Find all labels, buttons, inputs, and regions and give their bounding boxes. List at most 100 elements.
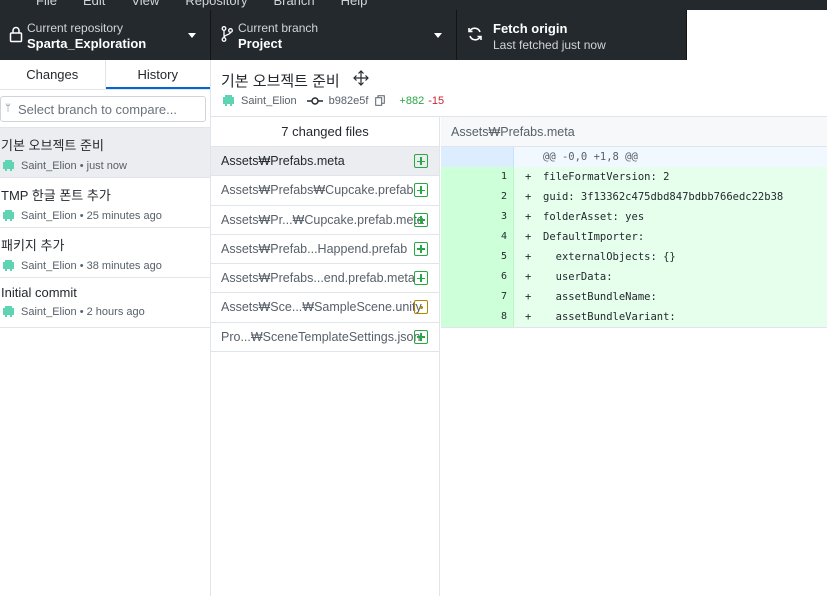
menu-view[interactable]: View: [131, 0, 160, 8]
line-text: guid: 3f13362c475dbd847bdbb766edc22b38: [543, 191, 784, 203]
menu-repository[interactable]: Repository: [185, 0, 248, 8]
gutter-separator: [513, 287, 514, 307]
fetch-origin-label: Fetch origin: [493, 21, 568, 36]
file-item[interactable]: Assets₩Prefabs₩Cupcake.prefab: [211, 176, 439, 206]
old-line-gutter: [441, 207, 477, 227]
line-marker: +: [525, 231, 532, 243]
file-path: Assets₩Prefabs₩Cupcake.prefab: [221, 183, 414, 198]
diff-line[interactable]: 1 + fileFormatVersion: 2: [441, 167, 827, 187]
diff-hunk-header[interactable]: @@ -0,0 +1,8 @@: [441, 147, 827, 167]
commit-item[interactable]: TMP 한글 폰트 추가 Saint_Elion • 25 minutes ag…: [0, 178, 210, 228]
diff-line[interactable]: 2 +guid: 3f13362c475dbd847bdbb766edc22b3…: [441, 187, 827, 207]
diff-line[interactable]: 6 + userData:: [441, 267, 827, 287]
new-line-gutter: [477, 147, 513, 167]
file-item[interactable]: Assets₩Prefabs.meta: [211, 147, 439, 177]
current-repository-name: Sparta_Exploration: [27, 36, 147, 51]
line-code: +guid: 3f13362c475dbd847bdbb766edc22b38: [514, 187, 827, 207]
old-line-gutter: [441, 267, 477, 287]
file-item[interactable]: Assets₩Prefabs...end.prefab.meta: [211, 264, 439, 294]
menu-branch[interactable]: Branch: [273, 0, 315, 8]
current-branch-name: Project: [238, 36, 283, 51]
gutter-separator: [513, 227, 514, 247]
line-number: 3: [477, 207, 513, 227]
line-marker: +: [525, 311, 532, 323]
commit-author: Saint_Elion: [241, 94, 297, 107]
line-text: userData:: [543, 271, 613, 283]
commit-meta: Saint_Elion • 25 minutes ago: [1, 209, 210, 222]
commit-meta: Saint_Elion • just now: [1, 159, 210, 172]
branch-compare-input[interactable]: [1, 97, 205, 121]
diff-line[interactable]: 5 + externalObjects: {}: [441, 247, 827, 267]
git-branch-icon: ᛘ: [5, 103, 11, 114]
commit-author: Saint_Elion: [21, 209, 77, 222]
line-text: assetBundleVariant:: [543, 311, 676, 323]
gutter-separator: [513, 267, 514, 287]
line-marker: +: [525, 171, 532, 183]
line-marker: +: [525, 251, 532, 263]
file-added-icon: [414, 212, 428, 227]
expand-move-icon[interactable]: [353, 70, 369, 86]
line-text: DefaultImporter:: [543, 231, 645, 243]
commit-item[interactable]: 패키지 추가 Saint_Elion • 38 minutes ago: [0, 228, 210, 278]
line-text: folderAsset: yes: [543, 211, 645, 223]
diff-line[interactable]: 3 +folderAsset: yes: [441, 207, 827, 227]
fetch-origin-button[interactable]: Fetch origin Last fetched just now: [457, 10, 687, 60]
diff-line[interactable]: 7 + assetBundleName:: [441, 287, 827, 307]
line-number: 5: [477, 247, 513, 267]
avatar: [3, 260, 14, 271]
line-marker: +: [525, 291, 532, 303]
diff-line[interactable]: 8 + assetBundleVariant:: [441, 307, 827, 327]
changed-files-panel: 7 changed files Assets₩Prefabs.meta Asse…: [211, 117, 440, 596]
commit-header-meta: Saint_Elion b982e5f +882 -15: [221, 94, 444, 107]
file-path: Assets₩Prefabs.meta: [221, 154, 345, 168]
line-number: 7: [477, 287, 513, 307]
gutter-separator: [513, 307, 514, 327]
tab-changes[interactable]: Changes: [0, 60, 106, 89]
line-code: + assetBundleName:: [514, 287, 827, 307]
commit-time: just now: [86, 159, 127, 172]
commit-item[interactable]: 기본 오브젝트 준비 Saint_Elion • just now: [0, 128, 210, 178]
file-path: Pro...₩SceneTemplateSettings.json: [221, 329, 421, 344]
commit-meta: Saint_Elion • 2 hours ago: [1, 305, 210, 318]
commit-item[interactable]: Initial commit Saint_Elion • 2 hours ago: [0, 278, 210, 328]
file-added-icon: [414, 271, 428, 286]
commit-author: Saint_Elion: [21, 305, 77, 318]
file-item[interactable]: Assets₩Sce...₩SampleScene.unity: [211, 293, 439, 323]
old-line-gutter: [441, 227, 477, 247]
commit-deletions: -15: [428, 94, 445, 107]
commit-additions: +882: [399, 94, 425, 107]
file-item[interactable]: Assets₩Prefab...Happend.prefab: [211, 235, 439, 265]
line-text: fileFormatVersion: 2: [543, 171, 670, 183]
line-code: + userData:: [514, 267, 827, 287]
tab-history[interactable]: History: [105, 60, 210, 89]
old-line-gutter: [441, 167, 477, 187]
file-item[interactable]: Pro...₩SceneTemplateSettings.json: [211, 323, 439, 353]
line-number: 8: [477, 307, 513, 327]
gutter-separator: [513, 247, 514, 267]
gutter-separator: [513, 147, 514, 167]
file-item[interactable]: Assets₩Pr...₩Cupcake.prefab.meta: [211, 206, 439, 235]
line-number: 1: [477, 167, 513, 187]
line-code: +folderAsset: yes: [514, 207, 827, 227]
commit-author: Saint_Elion: [21, 259, 77, 272]
current-branch-label: Current branch: [238, 21, 319, 35]
commit-author: Saint_Elion: [21, 159, 77, 172]
gutter-separator: [513, 167, 514, 187]
diff-line[interactable]: 4 +DefaultImporter:: [441, 227, 827, 247]
menu-edit[interactable]: Edit: [82, 0, 106, 8]
line-code: + fileFormatVersion: 2: [514, 167, 827, 187]
commit-meta: Saint_Elion • 38 minutes ago: [1, 259, 210, 272]
commit-time: 25 minutes ago: [86, 209, 162, 222]
current-branch-button[interactable]: Current branch Project: [211, 10, 457, 60]
commit-summary-title: 기본 오브젝트 준비: [221, 73, 340, 90]
current-repository-label: Current repository: [27, 21, 124, 35]
current-repository-button[interactable]: Current repository Sparta_Exploration: [0, 10, 211, 60]
line-marker: +: [525, 271, 532, 283]
commit-time: 38 minutes ago: [86, 259, 162, 272]
menu-help[interactable]: Help: [340, 0, 368, 8]
copy-icon[interactable]: [375, 95, 386, 106]
commit-title: 기본 오브젝트 준비: [1, 138, 104, 153]
menu-file[interactable]: File: [36, 0, 57, 8]
file-path: Assets₩Pr...₩Cupcake.prefab.meta: [221, 212, 424, 227]
lock-icon: [9, 26, 23, 43]
